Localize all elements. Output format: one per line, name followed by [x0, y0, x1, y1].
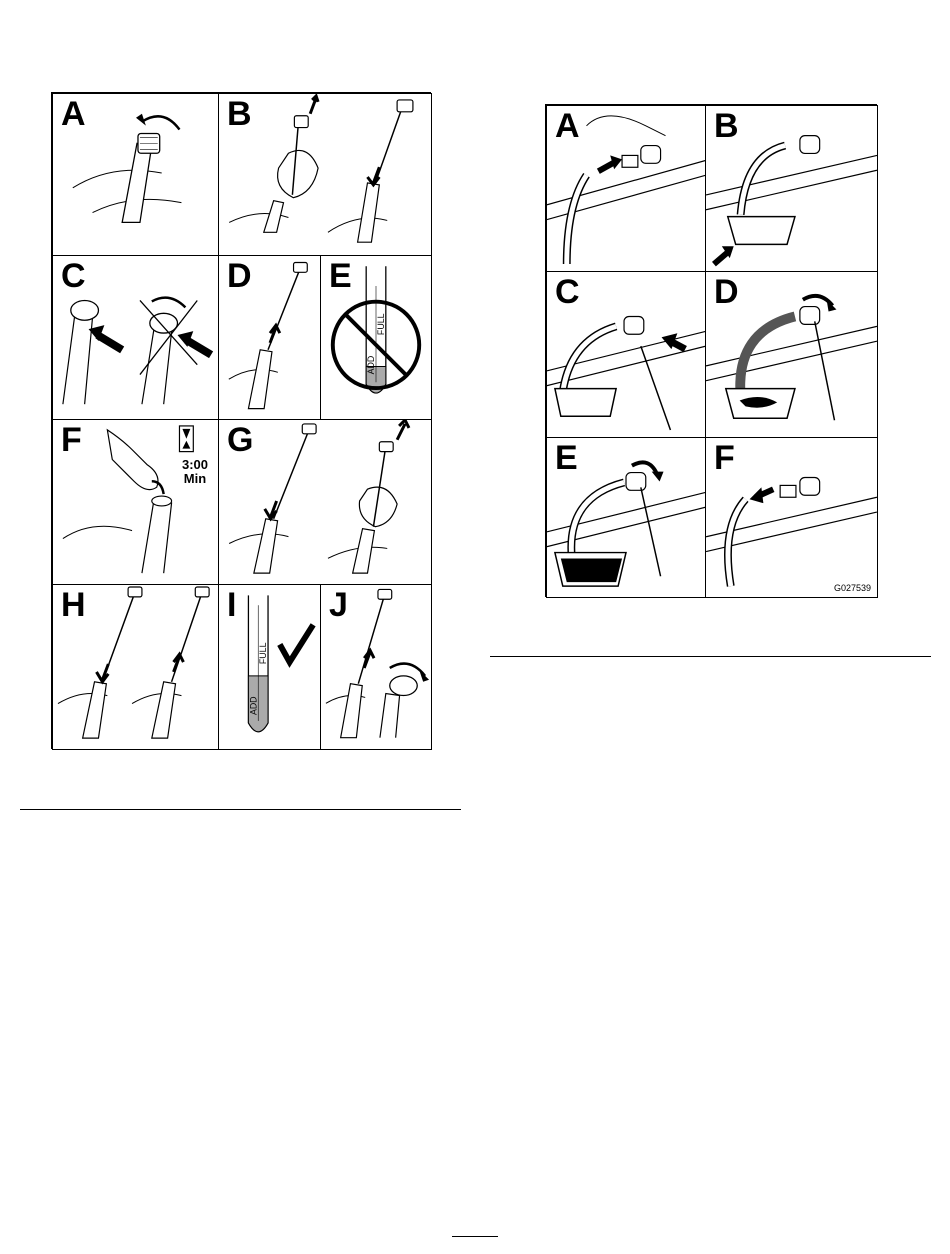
- dipstick-full-mark: FULL: [376, 313, 386, 335]
- oil-level-ok-illustration: ADD FULL: [219, 585, 321, 749]
- oil-drain-panel-b: B: [705, 105, 878, 273]
- figure-code: G027539: [834, 583, 871, 593]
- oil-check-panel-a: A: [52, 93, 220, 257]
- oil-drain-panel-f: F G027539: [705, 437, 878, 598]
- open-drain-valve-illustration: [706, 272, 877, 438]
- oil-drain-panel-e: E: [546, 437, 707, 598]
- add-oil-illustration: [53, 420, 219, 585]
- oil-drain-figure: A B C: [545, 104, 877, 597]
- position-drain-pan-illustration: [706, 106, 877, 272]
- wait-timer: 3:00 Min: [175, 458, 215, 486]
- page-number-rule: [452, 1236, 498, 1237]
- insert-tool-illustration: [547, 272, 706, 438]
- disconnect-drain-hose-illustration: [706, 438, 877, 597]
- unscrew-cap-illustration: [53, 94, 219, 256]
- replace-cap-illustration: [321, 585, 431, 749]
- dipstick-full-mark: FULL: [258, 642, 268, 664]
- oil-check-figure: A B C: [51, 92, 431, 749]
- oil-check-panel-g: G: [218, 419, 432, 586]
- oil-check-panel-e: E ADD FULL: [320, 255, 432, 421]
- reinsert-dipstick-illustration: [53, 585, 219, 749]
- oil-drain-panel-c: C: [546, 271, 707, 439]
- checkmark-icon: [280, 625, 313, 662]
- timer-value: 3:00: [175, 458, 215, 472]
- wipe-dipstick-illustration: [219, 94, 431, 256]
- oil-drain-panel-d: D: [705, 271, 878, 439]
- section-divider: [490, 656, 931, 657]
- oil-check-panel-b: B: [218, 93, 432, 257]
- oil-drain-panel-a: A: [546, 105, 707, 273]
- oil-check-panel-j: J: [320, 584, 432, 750]
- recheck-dipstick-illustration: [219, 420, 431, 585]
- connect-drain-hose-illustration: [547, 106, 706, 272]
- insert-dipstick-illustration: [219, 256, 321, 420]
- oil-check-panel-i: I ADD FULL: [218, 584, 322, 750]
- timer-unit: Min: [175, 472, 215, 486]
- oil-check-panel-h: H: [52, 584, 220, 750]
- oil-check-panel-f: F 3:00 Min: [52, 419, 220, 586]
- section-divider: [20, 809, 461, 810]
- close-drain-valve-illustration: [547, 438, 706, 597]
- dipstick-add-mark: ADD: [248, 696, 258, 715]
- dipstick-add-mark: ADD: [366, 356, 376, 375]
- oil-check-panel-d: D: [218, 255, 322, 421]
- oil-check-panel-c: C: [52, 255, 220, 421]
- cap-seated-correctly-illustration: [53, 256, 219, 420]
- drain-pan-icon: [728, 217, 795, 245]
- oil-level-low-illustration: ADD FULL: [321, 256, 431, 420]
